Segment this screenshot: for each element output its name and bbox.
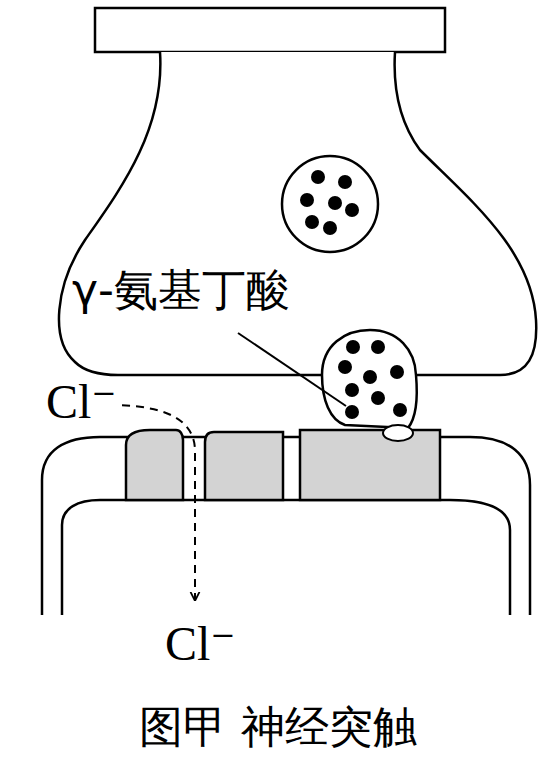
- chloride-flow-arrow: [108, 405, 195, 600]
- ion-label: Cl⁻: [163, 620, 238, 668]
- neurotransmitter-dots: [300, 170, 407, 419]
- binding-site: [383, 425, 413, 441]
- figure-caption: 图甲 神经突触: [139, 705, 417, 749]
- chloride-channel-left: [126, 430, 183, 500]
- neurotransmitter-label: γ-氨基丁酸: [72, 268, 290, 312]
- receptor-protein: [300, 430, 440, 500]
- leader-line: [238, 333, 346, 406]
- chloride-channel-right: [205, 432, 283, 500]
- synaptic-vesicle: [282, 156, 378, 252]
- axon-block: [95, 8, 445, 52]
- ion-label: Cl⁻: [44, 378, 119, 426]
- postsynaptic-membrane-inner: [62, 500, 510, 615]
- presynaptic-terminal: [59, 52, 536, 375]
- postsynaptic-membrane-outer: [42, 437, 530, 615]
